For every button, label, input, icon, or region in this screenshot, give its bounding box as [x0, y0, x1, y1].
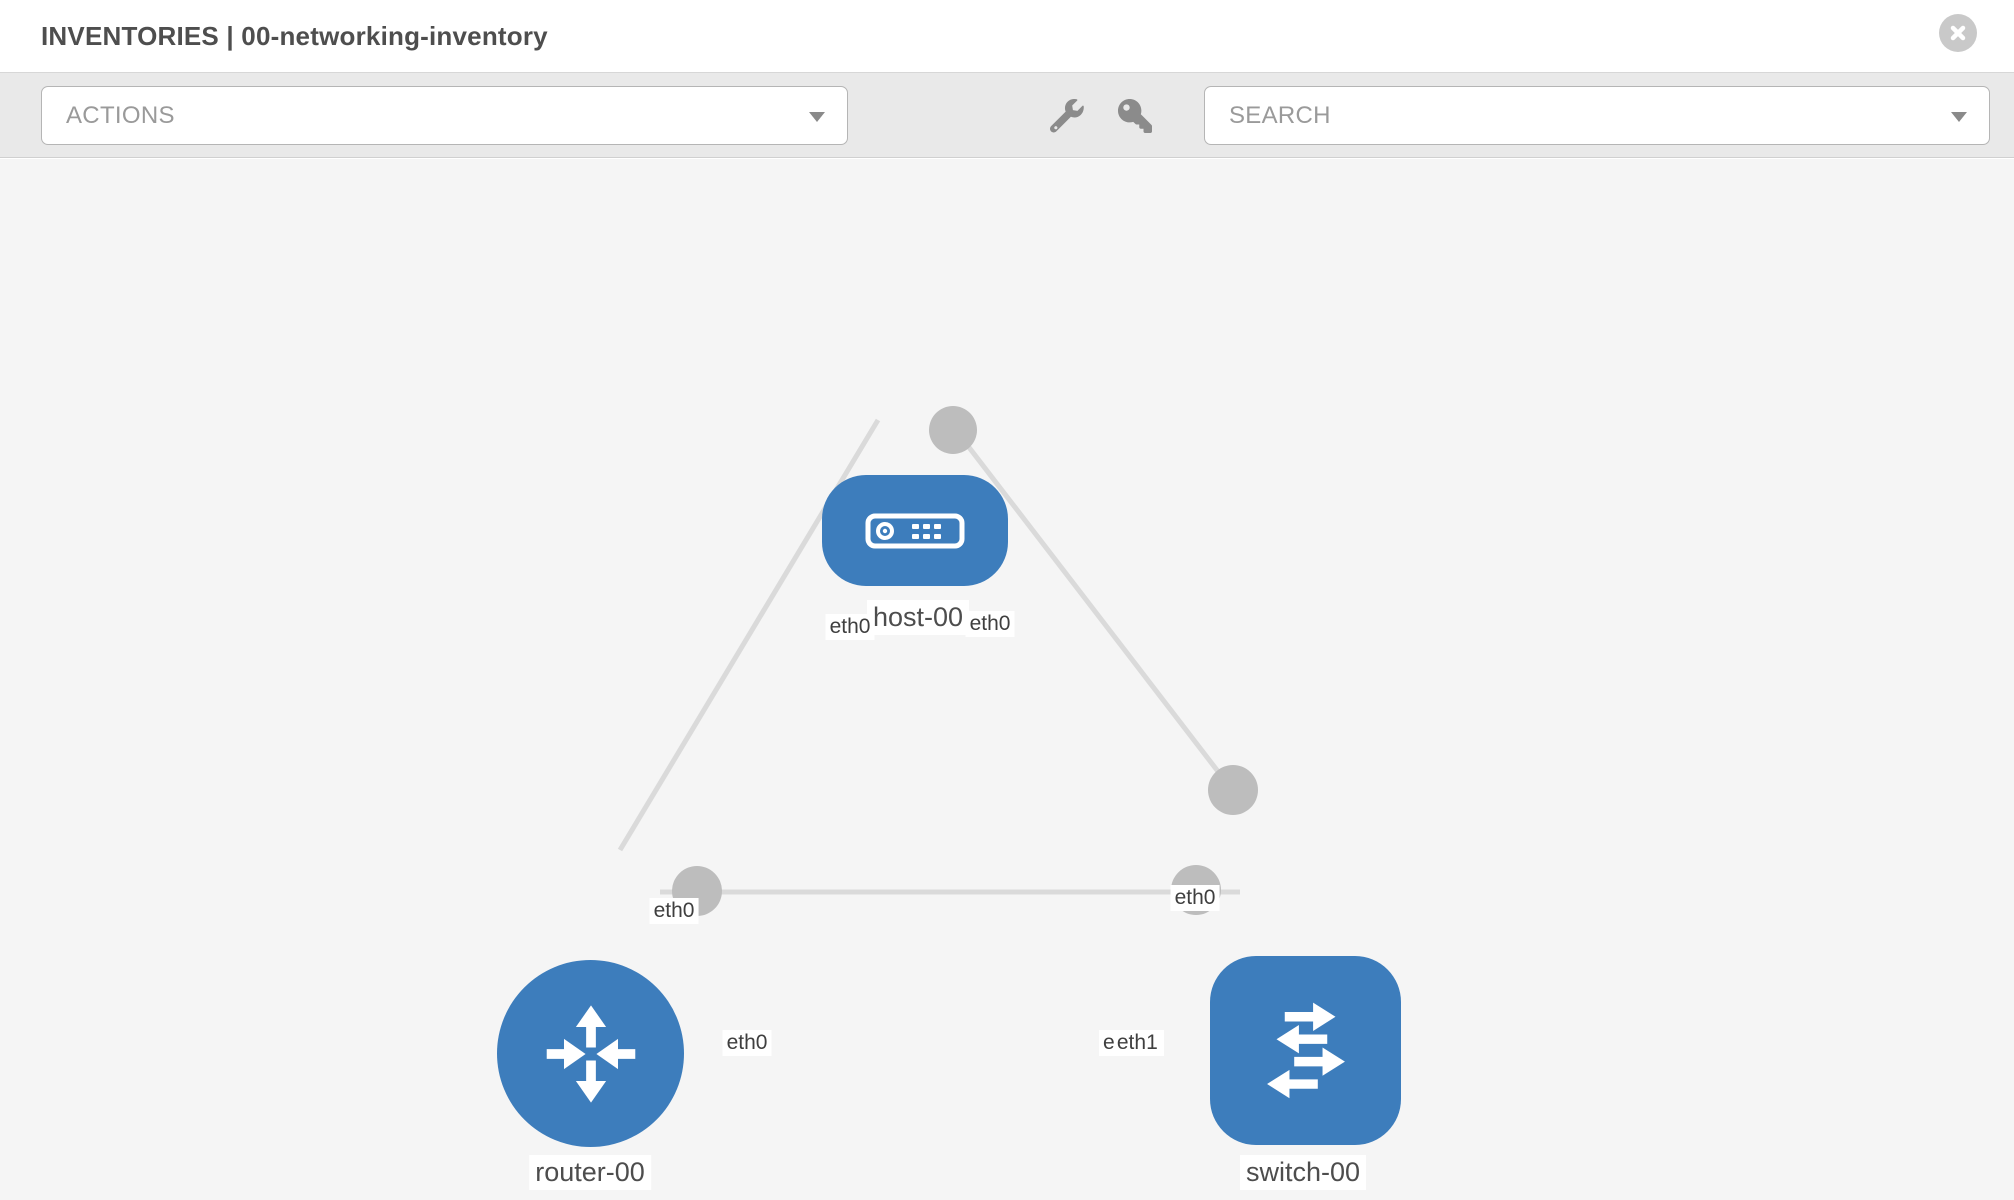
page-title: INVENTORIES | 00-networking-inventory [41, 21, 548, 51]
chevron-down-icon [809, 111, 825, 122]
interface-label-host-to-switch: eth0 [965, 611, 1015, 637]
node-switch-00[interactable] [1210, 956, 1401, 1145]
actions-dropdown-label: ACTIONS [66, 101, 175, 129]
wrench-icon-button[interactable] [1050, 99, 1084, 133]
close-icon [1950, 25, 1966, 41]
interface-label-router-to-switch: eth0 [722, 1030, 772, 1056]
actions-dropdown[interactable]: ACTIONS [41, 86, 848, 145]
search-dropdown[interactable]: SEARCH [1204, 86, 1990, 145]
interface-label-front: eth1 [1113, 1030, 1160, 1055]
node-label-router-00: router-00 [529, 1155, 651, 1190]
interface-dot-host [929, 406, 977, 454]
server-icon [865, 513, 965, 548]
search-placeholder: SEARCH [1229, 101, 1331, 129]
close-button[interactable] [1939, 14, 1977, 52]
switch-icon [1266, 1002, 1345, 1098]
router-icon [546, 1004, 635, 1103]
interface-label-router-to-host: eth0 [649, 898, 699, 924]
toolbar: ACTIONS SEARCH [0, 73, 2014, 158]
node-label-switch-00: switch-00 [1239, 1155, 1367, 1190]
link-host-switch[interactable] [946, 418, 1235, 793]
node-router-00[interactable] [497, 960, 684, 1147]
interface-label-host-to-router: eth0 [825, 614, 875, 640]
node-label-host-00: host-00 [866, 600, 970, 635]
header: INVENTORIES | 00-networking-inventory [0, 0, 2014, 73]
links-layer [617, 406, 1258, 916]
node-host-00[interactable] [822, 475, 1008, 586]
topology-canvas[interactable]: host-00 router-00 switch-00 eth0 eth0 et… [0, 159, 2014, 1200]
key-icon-button[interactable] [1118, 99, 1152, 133]
chevron-down-icon [1951, 111, 1967, 122]
interface-label-switch-to-host: eth0 [1170, 885, 1220, 911]
interface-dot-switch-top [1208, 765, 1258, 815]
